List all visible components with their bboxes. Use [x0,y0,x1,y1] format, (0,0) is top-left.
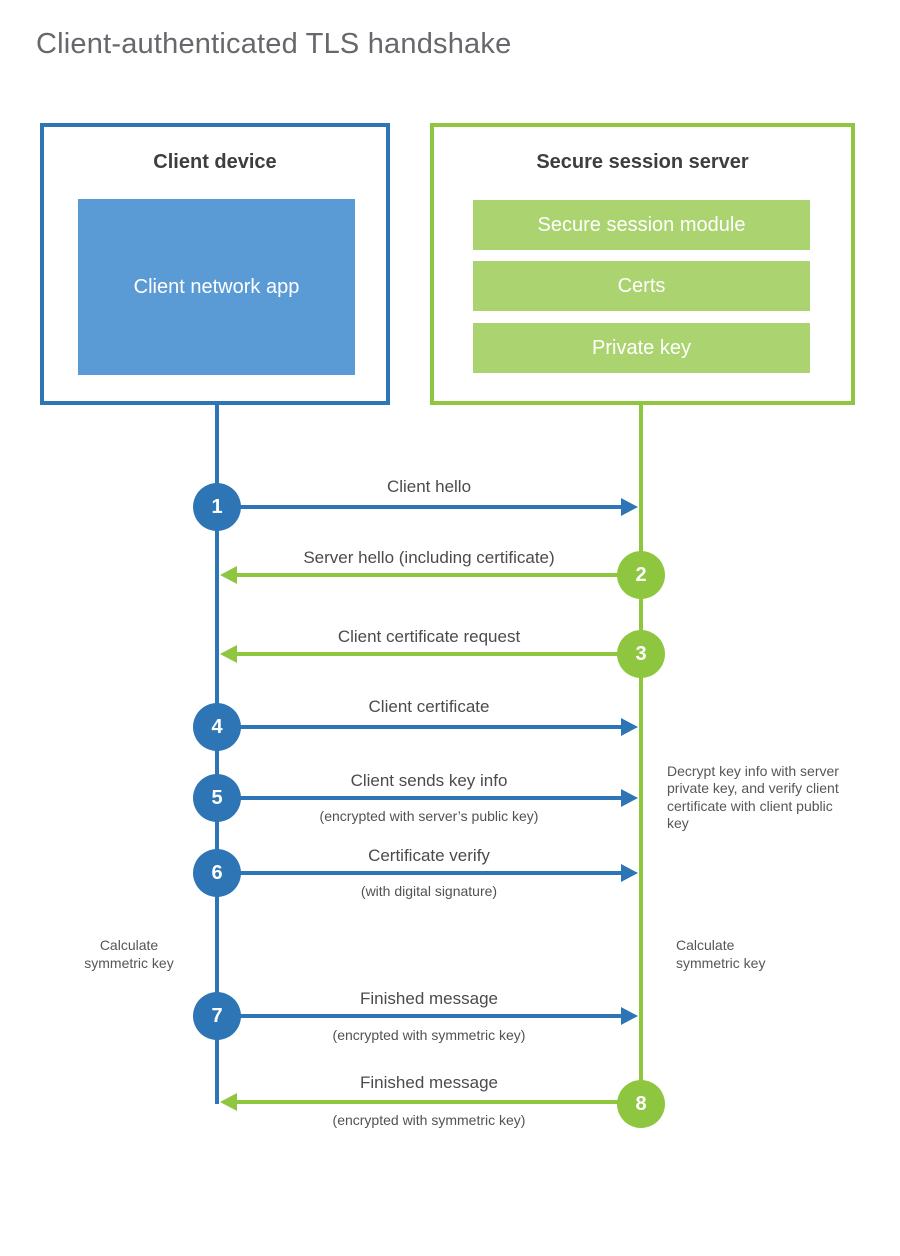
arrowhead-left-icon [220,1093,237,1111]
message-sublabel: (encrypted with symmetric key) [332,1027,526,1043]
arrowhead-left-icon [220,645,237,663]
server-lifeline [639,401,643,1104]
step-number-badge: 8 [617,1080,665,1128]
note-decrypt-key-info: Decrypt key info with server private key… [667,763,839,832]
message-sublabel: (with digital signature) [360,883,498,899]
message-label: Finished message [360,989,498,1008]
arrow-left [220,566,641,584]
note-calculate-symmetric-key-server: Calculate symmetric key [676,937,766,971]
server-module-certs: Certs [473,261,810,311]
message-label: Server hello (including certificate) [303,548,555,567]
arrow-right [217,789,638,807]
step-number-badge: 5 [193,774,241,822]
arrow-right [217,1007,638,1025]
arrow-right [217,498,638,516]
message-label: Client certificate [368,697,490,716]
arrowhead-right-icon [621,864,638,882]
step-number-badge: 1 [193,483,241,531]
step-number-badge: 4 [193,703,241,751]
message-label: Certificate verify [368,846,490,865]
page-title: Client-authenticated TLS handshake [36,28,512,60]
server-module-secure-session: Secure session module [473,200,810,250]
arrow-left [220,1093,641,1111]
message-sublabel: (encrypted with server’s public key) [319,808,539,824]
arrowhead-right-icon [621,718,638,736]
step-number-badge: 7 [193,992,241,1040]
message-label: Client certificate request [337,627,521,646]
client-device-title: Client device [153,151,277,173]
step-number-badge: 6 [193,849,241,897]
note-calculate-symmetric-key-client: Calculate symmetric key [84,937,174,971]
server-title: Secure session server [536,151,749,173]
client-lifeline [215,401,219,1104]
server-module-private-key: Private key [473,323,810,373]
step-number-badge: 2 [617,551,665,599]
message-sublabel: (encrypted with symmetric key) [332,1112,526,1128]
arrow-right [217,718,638,736]
arrow-right [217,864,638,882]
message-label: Client sends key info [350,771,508,790]
message-label: Client hello [386,477,472,496]
arrowhead-right-icon [621,498,638,516]
message-label: Finished message [360,1073,498,1092]
arrowhead-right-icon [621,789,638,807]
arrowhead-left-icon [220,566,237,584]
step-number-badge: 3 [617,630,665,678]
arrowhead-right-icon [621,1007,638,1025]
client-network-app-box: Client network app [78,199,355,375]
arrow-left [220,645,641,663]
